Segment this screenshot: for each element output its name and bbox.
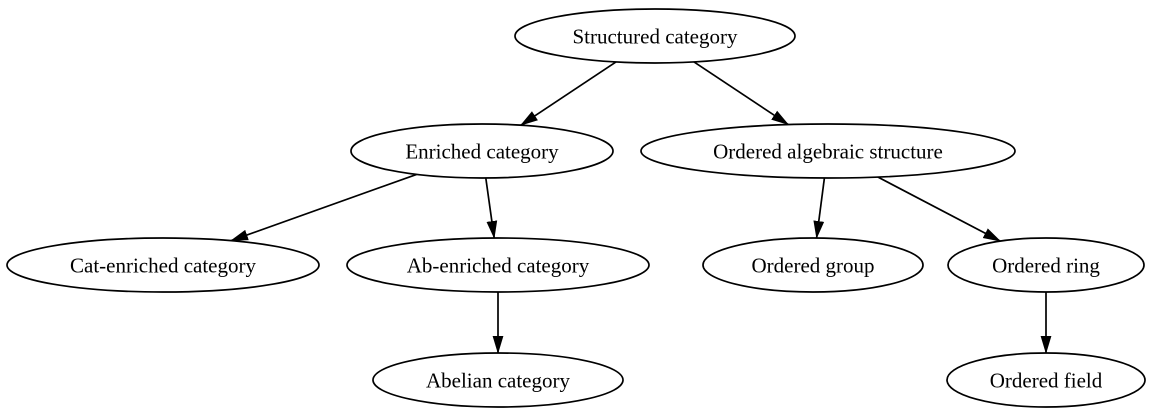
edge-enriched-category-to-ab-enriched-category	[484, 177, 498, 239]
edge-enriched-category-to-cat-enriched-category	[230, 173, 417, 242]
node-ellipse-ordered-group	[702, 237, 924, 293]
node-label-cat-enriched-category: Cat-enriched category	[70, 253, 256, 277]
node-ellipse-ab-enriched-category	[346, 237, 650, 293]
node-label-structured-category: Structured category	[572, 24, 738, 48]
node-label-ordered-field: Ordered field	[990, 368, 1103, 392]
node-ellipse-abelian-category	[372, 352, 624, 408]
node-label-ab-enriched-category: Ab-enriched category	[407, 253, 590, 277]
node-ordered-ring: Ordered ring	[947, 237, 1145, 293]
node-ordered-field: Ordered field	[946, 352, 1146, 408]
node-ellipse-structured-category	[514, 8, 796, 64]
node-label-abelian-category: Abelian category	[426, 368, 571, 392]
node-label-ordered-ring: Ordered ring	[992, 253, 1100, 277]
node-label-ordered-group: Ordered group	[751, 253, 874, 277]
edge-ordered-algebraic-structure-to-ordered-group	[813, 177, 826, 239]
node-label-enriched-category: Enriched category	[405, 139, 559, 163]
edge-structured-category-to-ordered-algebraic-structure	[693, 61, 790, 126]
node-cat-enriched-category: Cat-enriched category	[6, 237, 320, 293]
node-label-ordered-algebraic-structure: Ordered algebraic structure	[713, 139, 943, 163]
edge-ordered-algebraic-structure-to-ordered-ring	[877, 176, 1002, 242]
node-ellipse-ordered-algebraic-structure	[640, 123, 1016, 179]
node-ellipse-ordered-ring	[947, 237, 1145, 293]
node-ordered-group: Ordered group	[702, 237, 924, 293]
node-ordered-algebraic-structure: Ordered algebraic structure	[640, 123, 1016, 179]
node-ellipse-enriched-category	[350, 123, 614, 179]
node-ab-enriched-category: Ab-enriched category	[346, 237, 650, 293]
node-ellipse-cat-enriched-category	[6, 237, 320, 293]
node-ellipse-ordered-field	[946, 352, 1146, 408]
edge-structured-category-to-enriched-category	[519, 61, 617, 126]
node-structured-category: Structured category	[514, 8, 796, 64]
node-abelian-category: Abelian category	[372, 352, 624, 408]
node-enriched-category: Enriched category	[350, 123, 614, 179]
